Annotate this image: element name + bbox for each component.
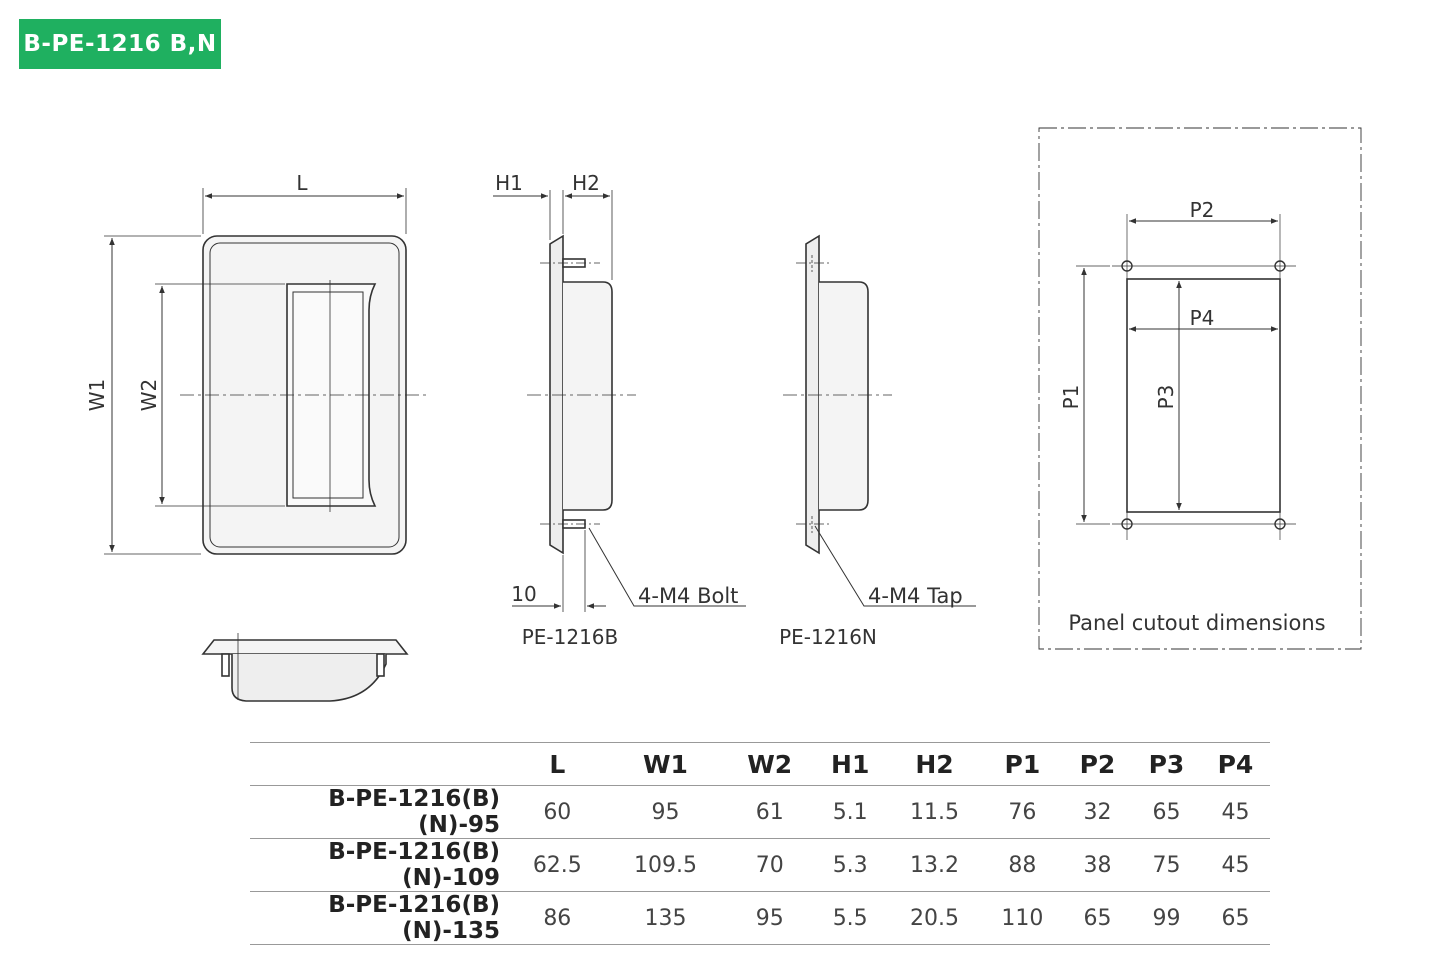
table-cell: 13.2 <box>910 852 959 878</box>
table-cell: 5.1 <box>832 799 868 825</box>
table-cell: 38 <box>1083 852 1112 878</box>
side-view-b <box>493 190 746 612</box>
table-cell: 75 <box>1152 852 1181 878</box>
table-cell: 11.5 <box>910 799 959 825</box>
dimension-table: L W1 W2 H1 H2 P1 P2 P3 P4 B-PE-1216(B)(N… <box>250 742 1270 945</box>
label-W1: W1 <box>85 379 109 412</box>
column-header: H1 <box>831 749 870 779</box>
table-cell-model: B-PE-1216(B)(N)-135 <box>328 892 500 944</box>
label-bolt: 4-M4 Bolt <box>638 584 738 608</box>
column-header: H2 <box>915 749 954 779</box>
table-cell: 5.3 <box>832 852 868 878</box>
table-cell: 45 <box>1221 799 1250 825</box>
table-cell: 62.5 <box>532 852 582 878</box>
table-cell: 20.5 <box>910 905 959 931</box>
table-cell: 5.5 <box>832 905 868 931</box>
table-cell: 95 <box>755 905 784 931</box>
table-cell: 135 <box>644 905 687 931</box>
table-header-row: L W1 W2 H1 H2 P1 P2 P3 P4 <box>250 742 1270 786</box>
label-10: 10 <box>511 582 536 606</box>
caption-panel-cutout: Panel cutout dimensions <box>1068 611 1325 635</box>
column-header: L <box>549 749 566 779</box>
column-header: P4 <box>1217 749 1254 779</box>
table-cell-model: B-PE-1216(B)(N)-95 <box>328 786 500 838</box>
table-cell: 32 <box>1083 799 1112 825</box>
panel-cutout <box>1038 127 1362 650</box>
label-P1: P1 <box>1059 385 1083 410</box>
column-header: P2 <box>1079 749 1116 779</box>
caption-pe-1216n: PE-1216N <box>779 625 877 649</box>
label-P4: P4 <box>1190 306 1215 330</box>
table-cell: 45 <box>1221 852 1250 878</box>
label-H1: H1 <box>495 171 523 195</box>
table-row: B-PE-1216(B)(N)-135 86 135 95 5.5 20.5 1… <box>250 892 1270 945</box>
label-tap: 4-M4 Tap <box>868 584 963 608</box>
table-cell: 99 <box>1152 905 1181 931</box>
model-title-badge: B-PE-1216 B,N <box>19 19 221 69</box>
column-header: W2 <box>747 749 793 779</box>
table-cell-model: B-PE-1216(B)(N)-109 <box>328 839 500 891</box>
column-header <box>250 743 510 786</box>
front-view <box>104 188 430 555</box>
label-P3: P3 <box>1154 385 1178 410</box>
caption-pe-1216b: PE-1216B <box>522 625 619 649</box>
table-cell: 70 <box>755 852 784 878</box>
column-header: P1 <box>1004 749 1041 779</box>
table-row: B-PE-1216(B)(N)-95 60 95 61 5.1 11.5 76 … <box>250 786 1270 839</box>
table-cell: 109.5 <box>633 852 697 878</box>
table-cell: 65 <box>1221 905 1250 931</box>
bottom-view <box>201 633 409 702</box>
label-W2: W2 <box>137 379 161 412</box>
table-cell: 76 <box>1008 799 1037 825</box>
table-cell: 60 <box>543 799 572 825</box>
label-P2: P2 <box>1190 198 1215 222</box>
side-view-n <box>783 234 976 607</box>
column-header: P3 <box>1148 749 1185 779</box>
table-cell: 65 <box>1152 799 1181 825</box>
label-L: L <box>296 171 308 195</box>
table-row: B-PE-1216(B)(N)-109 62.5 109.5 70 5.3 13… <box>250 839 1270 892</box>
table-cell: 95 <box>651 799 680 825</box>
label-H2: H2 <box>572 171 600 195</box>
table-cell: 65 <box>1083 905 1112 931</box>
table-cell: 110 <box>1001 905 1044 931</box>
column-header: W1 <box>642 749 688 779</box>
table-cell: 61 <box>755 799 784 825</box>
table-cell: 88 <box>1008 852 1037 878</box>
table-cell: 86 <box>543 905 572 931</box>
